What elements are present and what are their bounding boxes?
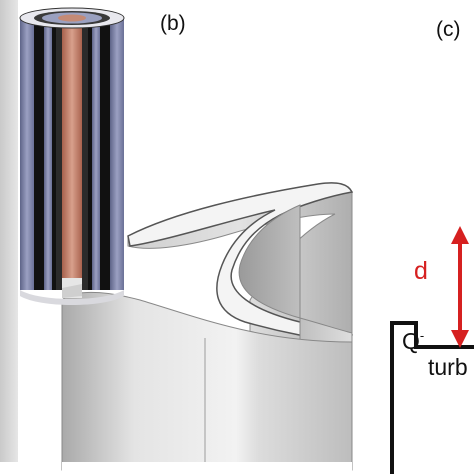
panel-label-b: (b) (160, 12, 186, 35)
heat-flux-label: Q- (402, 328, 424, 355)
d-arrow (451, 226, 469, 348)
distance-label: d (414, 257, 428, 285)
panel-label-c: (c) (436, 18, 461, 41)
step-profile (390, 321, 474, 474)
base-block (61, 292, 353, 471)
heat-flux-superscript: - (419, 328, 425, 343)
base-bottom-cut (62, 462, 352, 474)
heat-flux-symbol: Q (402, 328, 420, 354)
turb-label: turb (428, 354, 468, 380)
cable (19, 7, 125, 305)
photo-strip (0, 0, 18, 474)
